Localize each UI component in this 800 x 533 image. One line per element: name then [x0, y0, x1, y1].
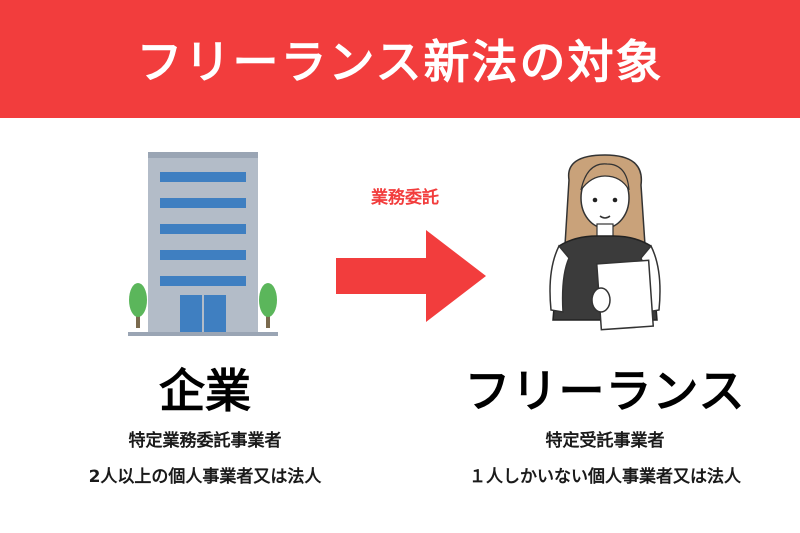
right-arrow-icon — [336, 230, 486, 322]
freelancer-description-line2: １人しかいない個人事業者又は法人 — [469, 467, 741, 487]
office-building-icon — [128, 152, 278, 336]
relation-label: 業務委託 — [371, 188, 439, 208]
title-banner: フリーランス新法の対象 — [0, 0, 800, 118]
woman-with-document-icon — [549, 154, 661, 331]
freelancer-description-line1: 特定受託事業者 — [545, 431, 665, 451]
company-description-line1: 特定業務委託事業者 — [128, 431, 282, 451]
company-label: 企業 — [159, 364, 251, 418]
freelancer-label: フリーランス — [464, 364, 746, 418]
page-title: フリーランス新法の対象 — [136, 35, 664, 89]
company-description-line2: 2人以上の個人事業者又は法人 — [88, 467, 322, 487]
